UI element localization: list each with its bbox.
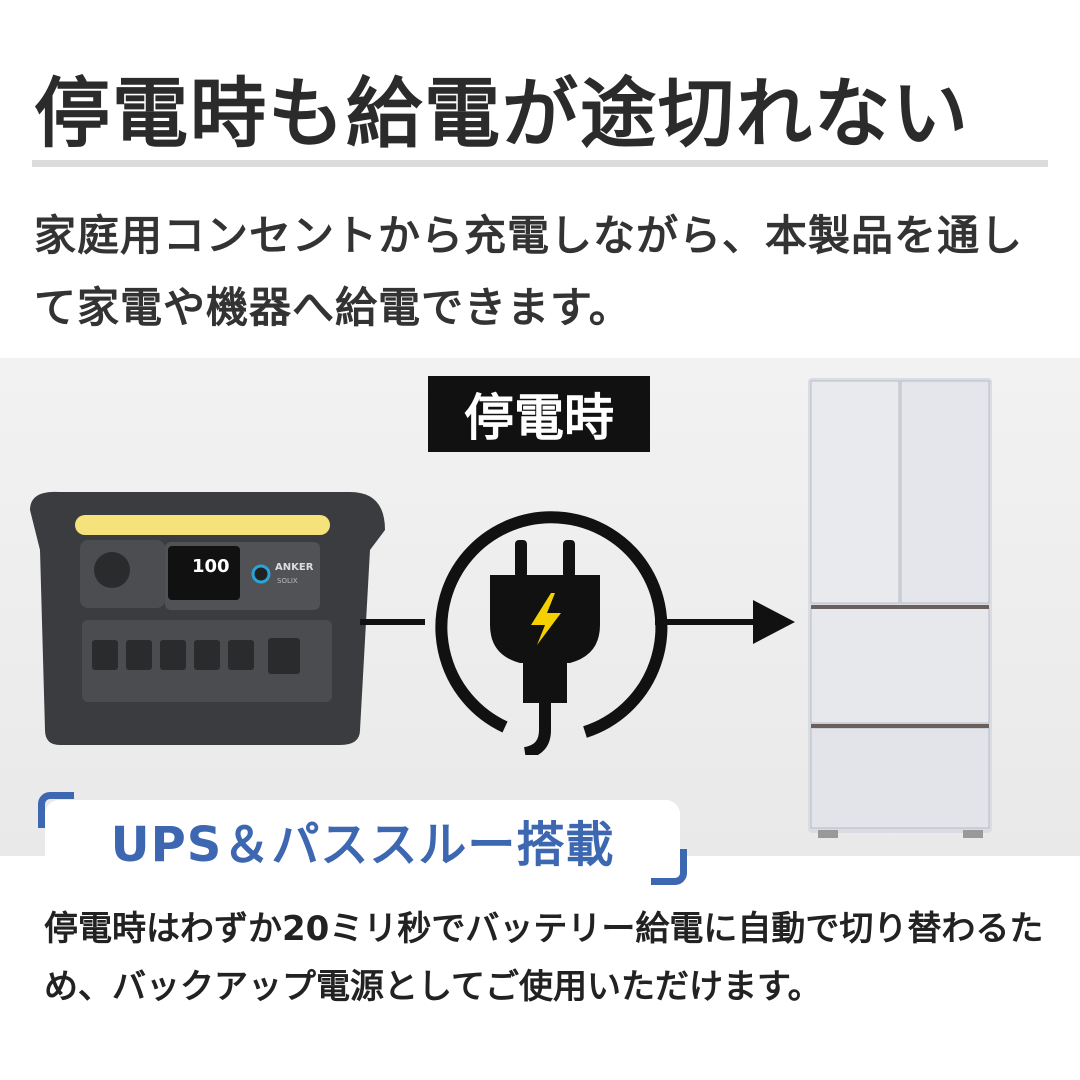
arrow-icon xyxy=(753,600,795,644)
subtitle: 家庭用コンセントから充電しながら、本製品を通して家電や機器へ給電できます。 xyxy=(34,211,1024,332)
feature-badge: UPS＆パススルー搭載 xyxy=(45,800,680,880)
bracket-decoration xyxy=(38,792,74,828)
lightning-icon xyxy=(531,593,561,645)
description-text: 停電時はわずか20ミリ秒でバッテリー給電に自動で切り替わるため、バックアップ電源… xyxy=(44,909,1044,1007)
power-flow-diagram xyxy=(360,511,795,755)
plug-icon xyxy=(490,540,600,755)
display-value: 100 xyxy=(192,556,230,577)
bracket-decoration xyxy=(651,849,687,885)
divider xyxy=(32,160,1048,167)
refrigerator-image xyxy=(808,378,992,838)
circle-ring xyxy=(435,511,668,738)
power-outage-label: 停電時 xyxy=(428,376,650,452)
page-title: 停電時も給電が途切れない xyxy=(34,69,970,158)
sub-brand-logo: SOLIX xyxy=(277,577,298,585)
power-station-image: 100 ANKER SOLIX xyxy=(30,491,385,745)
brand-logo: ANKER xyxy=(275,562,314,573)
